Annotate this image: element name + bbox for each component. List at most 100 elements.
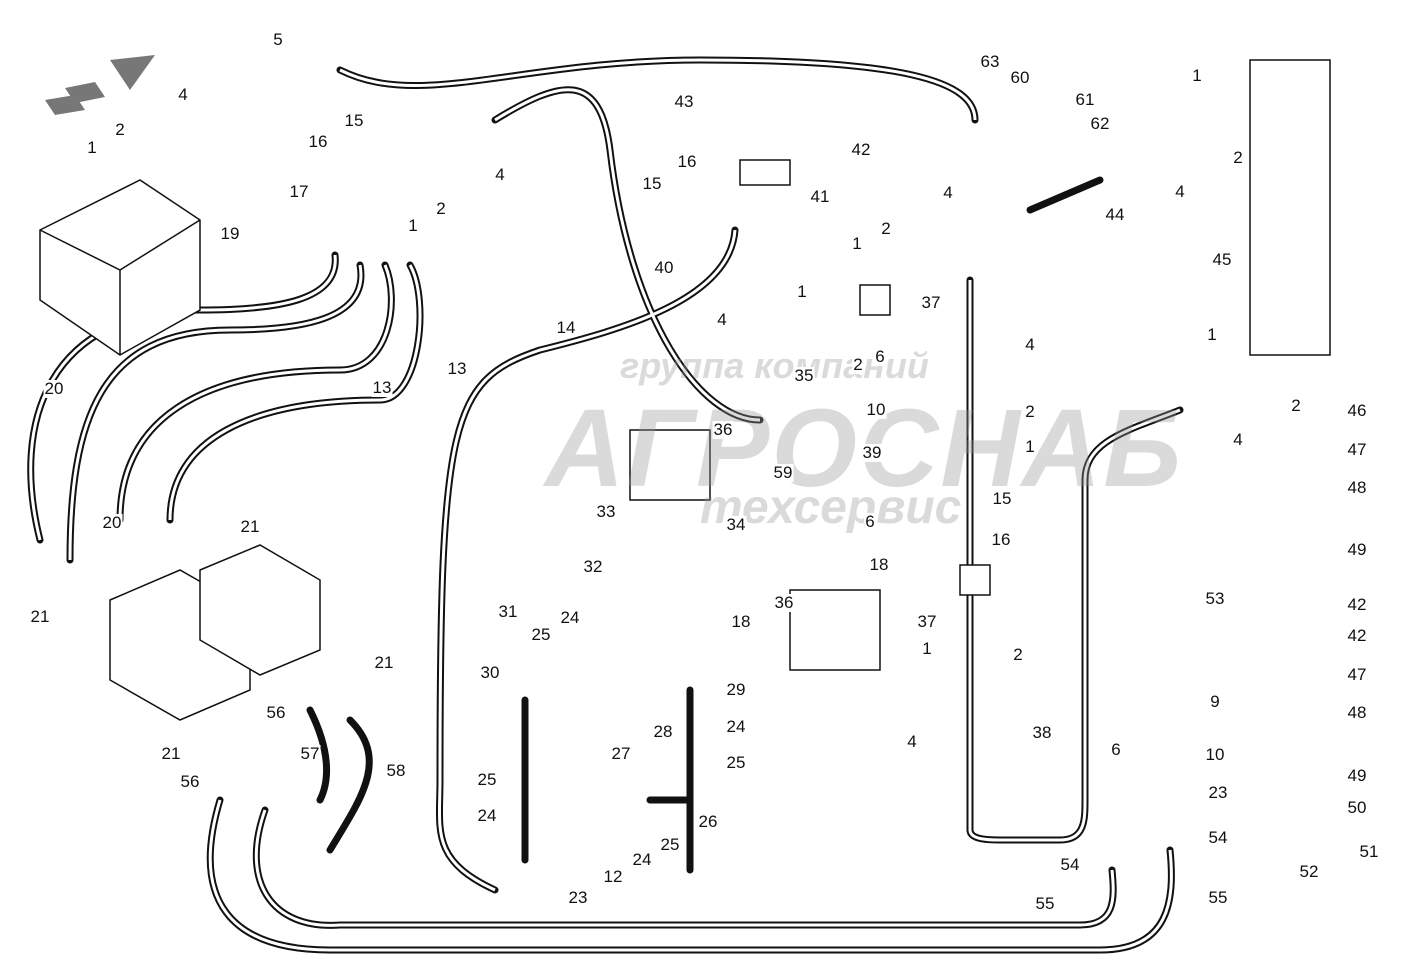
callout-19: 19 (219, 224, 241, 243)
callout-48: 48 (1346, 703, 1368, 722)
callout-1: 1 (1024, 437, 1036, 456)
callout-6: 6 (874, 347, 886, 366)
callout-6: 6 (864, 512, 876, 531)
block-37a (859, 284, 891, 316)
callout-41: 41 (809, 187, 831, 206)
callout-25: 25 (476, 770, 498, 789)
callout-1: 1 (86, 138, 98, 157)
callout-4: 4 (1024, 335, 1036, 354)
callout-10: 10 (1204, 745, 1226, 764)
callout-4: 4 (1232, 430, 1244, 449)
hose-55-inner (252, 806, 1117, 929)
callout-62: 62 (1089, 114, 1111, 133)
callout-20: 20 (101, 513, 123, 532)
callout-49: 49 (1346, 766, 1368, 785)
callout-1: 1 (407, 216, 419, 235)
callout-13: 13 (371, 378, 393, 397)
callout-1: 1 (1191, 66, 1203, 85)
callout-51: 51 (1358, 842, 1380, 861)
callout-29: 29 (725, 680, 747, 699)
callout-36: 36 (773, 593, 795, 612)
callout-35: 35 (793, 366, 815, 385)
callout-49: 49 (1346, 540, 1368, 559)
callout-48: 48 (1346, 478, 1368, 497)
callout-2: 2 (1232, 148, 1244, 167)
callout-2: 2 (880, 219, 892, 238)
callout-55: 55 (1034, 894, 1056, 913)
callout-5: 5 (272, 30, 284, 49)
components (39, 59, 1331, 721)
callout-59: 59 (772, 463, 794, 482)
callout-34: 34 (725, 515, 747, 534)
callout-28: 28 (652, 722, 674, 741)
callout-43: 43 (673, 92, 695, 111)
callout-24: 24 (725, 717, 747, 736)
callout-14: 14 (555, 318, 577, 337)
callout-60: 60 (1009, 68, 1031, 87)
callout-2: 2 (1012, 645, 1024, 664)
callout-21: 21 (160, 744, 182, 763)
callout-16: 16 (990, 530, 1012, 549)
callout-23: 23 (567, 888, 589, 907)
callout-58: 58 (385, 761, 407, 780)
callout-32: 32 (582, 557, 604, 576)
tank (39, 179, 201, 356)
callout-17: 17 (288, 182, 310, 201)
callout-2: 2 (1024, 402, 1036, 421)
callout-23: 23 (1207, 783, 1229, 802)
callout-4: 4 (716, 310, 728, 329)
callout-27: 27 (610, 744, 632, 763)
callout-47: 47 (1346, 665, 1368, 684)
motor-upper (629, 429, 711, 501)
callout-12: 12 (602, 867, 624, 886)
callout-21: 21 (29, 607, 51, 626)
callout-56: 56 (265, 703, 287, 722)
callout-16: 16 (307, 132, 329, 151)
callout-20: 20 (43, 379, 65, 398)
callout-15: 15 (641, 174, 663, 193)
callout-2: 2 (114, 120, 126, 139)
callout-45: 45 (1211, 250, 1233, 269)
callout-24: 24 (559, 608, 581, 627)
callout-4: 4 (177, 85, 189, 104)
callout-40: 40 (653, 258, 675, 277)
callout-57: 57 (299, 744, 321, 763)
callout-18: 18 (868, 555, 890, 574)
callout-44: 44 (1104, 205, 1126, 224)
callout-2: 2 (1290, 396, 1302, 415)
callout-63: 63 (979, 52, 1001, 71)
callout-31: 31 (497, 602, 519, 621)
hose-26-30 (521, 686, 694, 874)
hose-44 (1026, 176, 1104, 214)
callout-10: 10 (865, 400, 887, 419)
callout-53: 53 (1204, 589, 1226, 608)
callout-42: 42 (1346, 595, 1368, 614)
hose-58 (326, 716, 373, 854)
callout-13: 13 (446, 359, 468, 378)
callout-39: 39 (861, 443, 883, 462)
callout-4: 4 (494, 165, 506, 184)
callout-2: 2 (435, 199, 447, 218)
callout-38: 38 (1031, 723, 1053, 742)
callout-33: 33 (595, 502, 617, 521)
callout-1: 1 (1206, 325, 1218, 344)
callout-4: 4 (906, 732, 918, 751)
callout-56: 56 (179, 772, 201, 791)
motor-lower (789, 589, 881, 671)
callout-6: 6 (1110, 740, 1122, 759)
callout-46: 46 (1346, 401, 1368, 420)
block-37b (959, 564, 991, 596)
callout-24: 24 (476, 806, 498, 825)
callout-21: 21 (373, 653, 395, 672)
callout-26: 26 (697, 812, 719, 831)
callout-52: 52 (1298, 862, 1320, 881)
callout-54: 54 (1207, 828, 1229, 847)
direction-arrow (45, 55, 155, 115)
callout-15: 15 (343, 111, 365, 130)
callout-4: 4 (942, 183, 954, 202)
callout-25: 25 (530, 625, 552, 644)
callout-30: 30 (479, 663, 501, 682)
callout-24: 24 (631, 850, 653, 869)
